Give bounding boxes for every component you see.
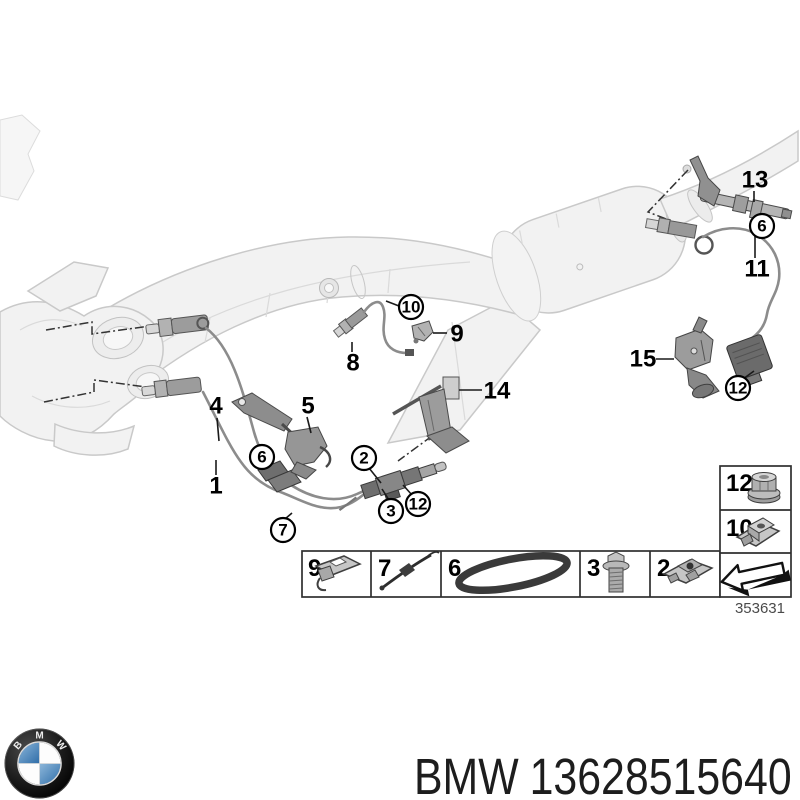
cable-ring: [694, 235, 714, 255]
callout-14: 14: [484, 378, 511, 405]
cage-nut-clip-icon: [735, 517, 781, 547]
cable-end-plug: [405, 349, 414, 356]
logo-letter-m: M: [35, 731, 43, 742]
svg-text:12: 12: [409, 495, 428, 514]
svg-text:2: 2: [359, 449, 368, 468]
callout-8: 8: [346, 350, 359, 377]
cable-strap-icon: [379, 551, 440, 591]
exhaust-front-pipe: [107, 236, 522, 403]
callout-9: 9: [450, 321, 463, 348]
brand-text: BMW: [414, 748, 519, 800]
hex-flange-bolt-icon: [602, 551, 630, 593]
callout-11: 11: [744, 256, 769, 283]
svg-text:6: 6: [448, 555, 461, 582]
direction-arrow-icon: [720, 561, 791, 597]
svg-text:6: 6: [757, 217, 766, 236]
callout-circled-10: 10: [397, 293, 425, 321]
clamp-band-icon: [455, 551, 571, 595]
parts-diagram-image: 1 4 5 8 9 11 13 14 15 2 3 6 6 7 10 12 12: [0, 114, 799, 617]
svg-text:7: 7: [278, 521, 287, 540]
faint-bracket-fragment: [0, 114, 41, 201]
bracket-15: [674, 316, 720, 399]
legend-cell-9: 9: [308, 555, 362, 592]
legend-cell-7: 7: [378, 551, 440, 591]
locating-line-sensor1: [45, 321, 151, 335]
callout-15: 15: [630, 346, 657, 373]
callout-circled-2: 2: [350, 444, 378, 472]
cage-nut-icon: [662, 558, 714, 584]
flange-nut-icon: [747, 472, 781, 504]
svg-text:3: 3: [587, 555, 600, 582]
svg-text:9: 9: [308, 555, 321, 582]
part-number-text: 13628515640: [529, 748, 792, 800]
locating-line-bracket14: [397, 435, 433, 462]
locating-line-sensor2: [43, 379, 147, 403]
lambda-sensor-1: [145, 314, 210, 338]
bracket-14: [392, 376, 470, 454]
svg-text:10: 10: [402, 298, 421, 317]
mounting-bracket-icon: [314, 555, 362, 592]
svg-text:3: 3: [386, 502, 395, 521]
lambda-sensor-2: [141, 376, 202, 398]
callout-circled-12-center: 12: [404, 490, 432, 518]
callout-circled-3: 3: [377, 497, 405, 525]
clip-9: [411, 320, 434, 344]
exhaust-manifold: [0, 261, 170, 456]
svg-text:7: 7: [378, 555, 391, 582]
sensor-assembly-2-3-12: [338, 461, 447, 512]
bmw-logo: B M W: [4, 728, 75, 799]
callout-4: 4: [209, 393, 223, 420]
control-unit-12: [726, 334, 773, 387]
callout-1: 1: [209, 473, 222, 500]
temp-sensor-8: [332, 307, 369, 338]
legend-cell-2: 2: [657, 555, 714, 584]
drawing-number: 353631: [735, 600, 785, 617]
callout-13: 13: [742, 167, 769, 194]
bmw-logo-quadrants: [17, 741, 62, 786]
sensor-cable-11: [701, 227, 781, 340]
pipe-fitting: [682, 164, 692, 174]
sensor-cable-10: [362, 300, 409, 355]
callout-5: 5: [301, 393, 314, 420]
bracket-5: [231, 392, 332, 480]
legend-cell-10: 10: [726, 515, 781, 547]
leader-lines: [215, 191, 756, 520]
callout-circled-6-right: 6: [748, 212, 776, 240]
svg-text:12: 12: [729, 379, 748, 398]
callout-circled-7: 7: [269, 516, 297, 544]
callout-circled-6-left: 6: [248, 443, 276, 471]
legend-cell-3: 3: [587, 551, 630, 593]
legend-cell-12: 12: [726, 470, 781, 504]
lambda-sensor-right: [644, 217, 698, 239]
legend-cell-6: 6: [448, 551, 571, 595]
heat-shield: [386, 299, 542, 445]
callout-circled-12-right: 12: [724, 374, 752, 402]
connector-plugs: [257, 460, 302, 493]
svg-text:6: 6: [257, 448, 266, 467]
